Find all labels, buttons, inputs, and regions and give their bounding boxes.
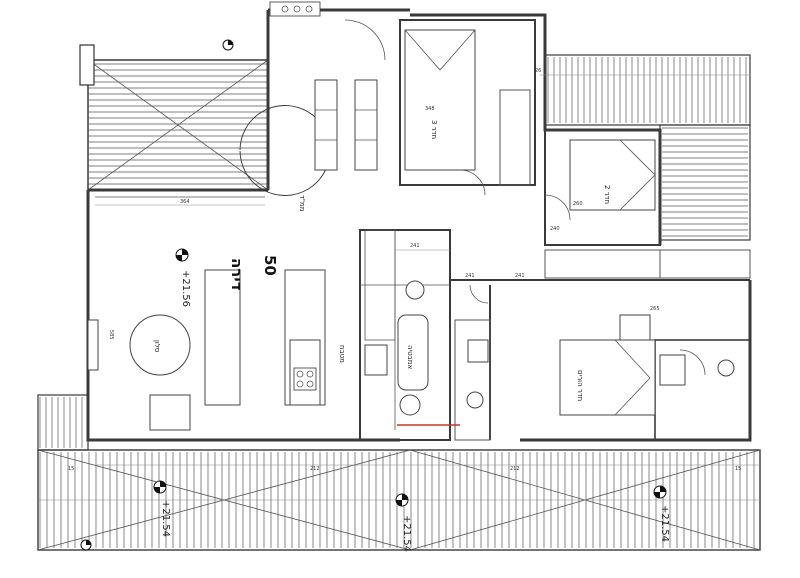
dimension-text: 241: [465, 273, 475, 279]
level-marker-icon: [222, 39, 234, 51]
dimension-text: 364: [180, 199, 190, 205]
apartment-label: דירה: [228, 258, 246, 291]
toilet-icon: [405, 280, 425, 300]
room-label-kitchen: מטבח: [338, 345, 346, 363]
dimension-text: 240: [550, 226, 560, 232]
dimension-text: 348: [425, 106, 435, 112]
dimension-text: 265: [650, 306, 660, 312]
level-marker-icon: [153, 480, 167, 494]
dimension-text: 585: [108, 330, 114, 340]
dimension-text: 212: [310, 466, 320, 472]
dimension-text: 15: [68, 466, 74, 472]
balcony-deck-bottom: [37, 449, 761, 551]
room-label-bedroom-2: חדר 2: [603, 185, 611, 204]
apartment-number: 50: [261, 255, 279, 276]
bedroom-2-bed: [569, 139, 656, 211]
level-label: +21.56: [180, 270, 191, 307]
level-marker-icon: [395, 493, 409, 507]
cooktop-icon: [293, 367, 317, 391]
dimension-text: 212: [510, 466, 520, 472]
room-label-living: סלון: [153, 340, 161, 353]
dimension-text: 15: [735, 466, 741, 472]
electric-panel-icon: [79, 44, 95, 86]
room-label-safe-room: ממ"ד: [298, 195, 306, 212]
level-label: +21.54: [659, 505, 670, 542]
room-label-bedroom-3: חדר 3: [430, 120, 438, 139]
dimension-text: 26: [535, 68, 541, 74]
dimension-lines: [95, 74, 760, 466]
level-marker-icon: [80, 539, 92, 551]
dining-furniture: [314, 79, 378, 171]
level-label: +21.54: [401, 515, 412, 552]
living-furniture: [87, 269, 326, 431]
room-label-master: חדר הורים: [576, 370, 584, 401]
sanitary-fixtures: [397, 280, 735, 416]
legend-box: [269, 1, 321, 17]
level-marker-icon: [653, 485, 667, 499]
master-bed: [559, 314, 656, 416]
dimension-text: 241: [515, 273, 525, 279]
dimension-text: 241: [410, 243, 420, 249]
balcony-deck-top-left: [87, 59, 269, 191]
level-marker-icon: [175, 248, 189, 262]
balcony-deck-left: [37, 394, 89, 451]
kitchen: [289, 229, 396, 406]
interior-walls: [359, 19, 751, 441]
bedroom-3-bed: [404, 29, 476, 171]
bathtub-icon: [397, 314, 429, 391]
dimension-text: 260: [573, 201, 583, 207]
sink-icon: [364, 344, 388, 376]
level-label: +21.54: [160, 500, 171, 537]
room-label-bath: אמבטיה: [406, 345, 414, 369]
